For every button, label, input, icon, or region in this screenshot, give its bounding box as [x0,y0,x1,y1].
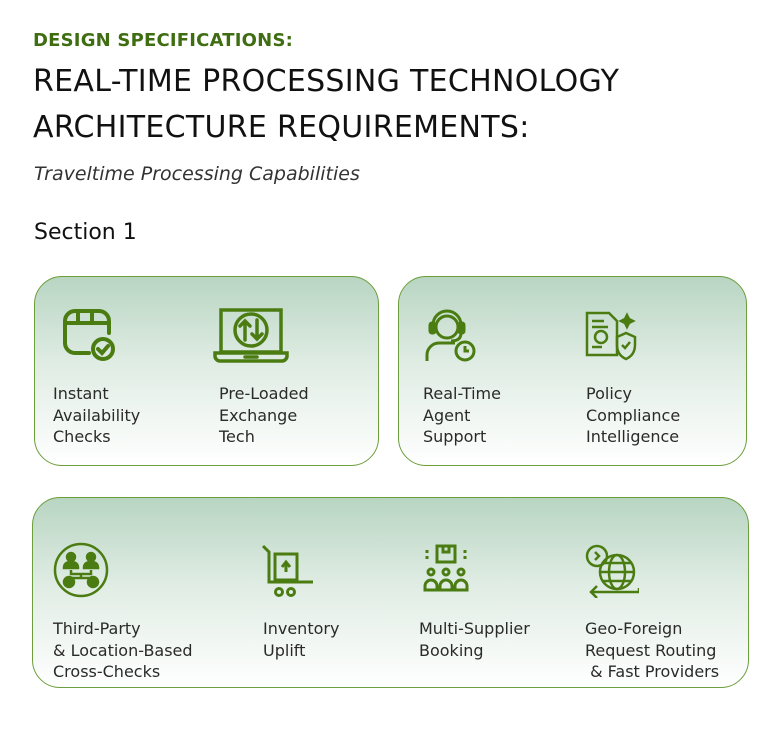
feature-item: Instant Availability Checks [53,307,140,448]
feature-item: Pre-Loaded Exchange Tech [213,307,309,448]
section-label: Section 1 [34,220,137,245]
feature-label: Geo-Foreign Request Routing & Fast Provi… [585,619,720,681]
feature-item: Geo-Foreign Request Routing & Fast Provi… [583,542,719,683]
globe-routing-icon [585,544,639,598]
subtitle: Traveltime Processing Capabilities [34,163,360,185]
feature-label: Pre-Loaded Exchange Tech [219,384,309,446]
feature-label: Third-Party & Location-Based Cross-Check… [53,619,193,681]
card-2: Real-Time Agent Support Policy Complianc… [398,276,747,466]
card-3: Third-Party & Location-Based Cross-Check… [32,497,749,688]
feature-item: Multi-Supplier Booking [419,542,530,661]
agent-headset-icon [425,309,476,362]
multi-supplier-icon [423,544,469,592]
kicker: DESIGN SPECIFICATIONS: [33,30,294,51]
feature-label: Real-Time Agent Support [423,384,501,446]
feature-label: Multi-Supplier Booking [419,619,530,660]
feature-label: Policy Compliance Intelligence [586,384,681,446]
card-1: Instant Availability Checks Pre-Loaded E… [34,276,379,466]
laptop-exchange-icon [213,308,289,363]
page-title-line1: REAL-TIME PROCESSING TECHNOLOGY [33,64,620,99]
feature-item: Third-Party & Location-Based Cross-Check… [53,542,193,683]
feature-label: Instant Availability Checks [53,384,141,446]
page-title-line2: ARCHITECTURE REQUIREMENTS: [33,110,530,145]
third-party-check-icon [53,542,109,598]
feature-item: Real-Time Agent Support [423,307,501,448]
feature-item: Policy Compliance Intelligence [583,307,680,448]
inventory-cart-icon [261,544,313,597]
feature-item: Inventory Uplift [261,542,339,661]
feature-label: Inventory Uplift [263,619,340,660]
policy-shield-icon [585,311,637,361]
calendar-check-icon [63,309,115,361]
